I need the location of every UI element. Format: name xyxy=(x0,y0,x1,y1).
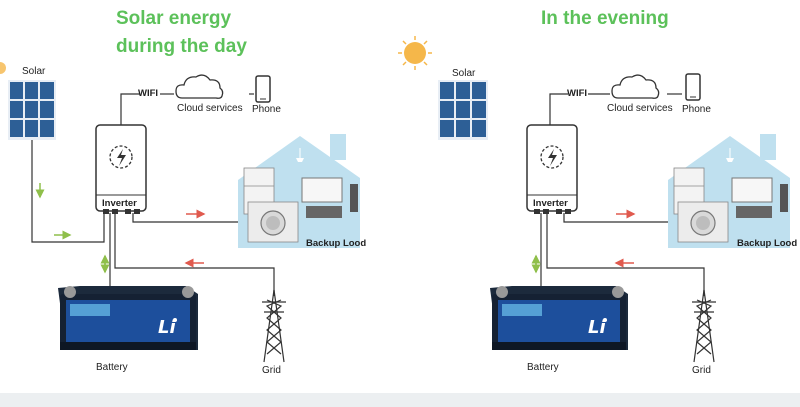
solar-panel-icon xyxy=(438,80,488,140)
phone-label: Phone xyxy=(252,104,281,115)
phone-icon xyxy=(255,75,271,103)
pylon-icon xyxy=(262,289,286,363)
panel-title-line1: Solar energy xyxy=(116,8,232,29)
panel-day: Li xyxy=(0,62,360,363)
cloud-label: Cloud services xyxy=(177,103,243,114)
panel-title-line2: during the day xyxy=(116,36,247,57)
cloud-label: Cloud services xyxy=(607,103,673,114)
grid-label: Grid xyxy=(262,365,281,376)
wiring xyxy=(31,93,275,292)
house-icon xyxy=(668,134,790,248)
wifi-label: WIFI xyxy=(567,88,588,99)
sun-icon xyxy=(0,62,6,74)
panel-evening: Li xyxy=(398,36,790,363)
inverter-icon xyxy=(526,124,578,214)
svg-text:Li: Li xyxy=(588,317,606,338)
solar-label: Solar xyxy=(22,66,46,77)
flow-arrow-icon xyxy=(35,183,206,274)
battery-icon: Li xyxy=(58,286,198,350)
battery-label: Battery xyxy=(527,362,559,373)
solar-panel-icon xyxy=(8,80,56,140)
cloud-icon xyxy=(611,74,660,99)
svg-text:Li: Li xyxy=(158,317,176,338)
wiring xyxy=(540,93,705,292)
house-icon xyxy=(238,134,360,248)
solar-label: Solar xyxy=(452,68,476,79)
phone-icon xyxy=(685,73,701,101)
pylon-icon xyxy=(692,289,716,363)
flow-arrow-icon xyxy=(531,209,636,274)
grid-label: Grid xyxy=(692,365,711,376)
load-label: Backup Lood xyxy=(306,238,367,249)
bottom-strip xyxy=(0,393,800,407)
inverter-label: Inverter xyxy=(533,198,568,209)
battery-icon: Li xyxy=(490,286,628,350)
load-label: Backup Lood xyxy=(737,238,798,249)
panel-title-line1: In the evening xyxy=(541,8,669,29)
phone-label: Phone xyxy=(682,104,711,115)
cloud-icon xyxy=(175,74,224,99)
inverter-icon xyxy=(95,124,147,214)
wifi-label: WIFI xyxy=(138,88,159,99)
inverter-label: Inverter xyxy=(102,198,137,209)
battery-label: Battery xyxy=(96,362,128,373)
sun-icon xyxy=(398,36,432,70)
